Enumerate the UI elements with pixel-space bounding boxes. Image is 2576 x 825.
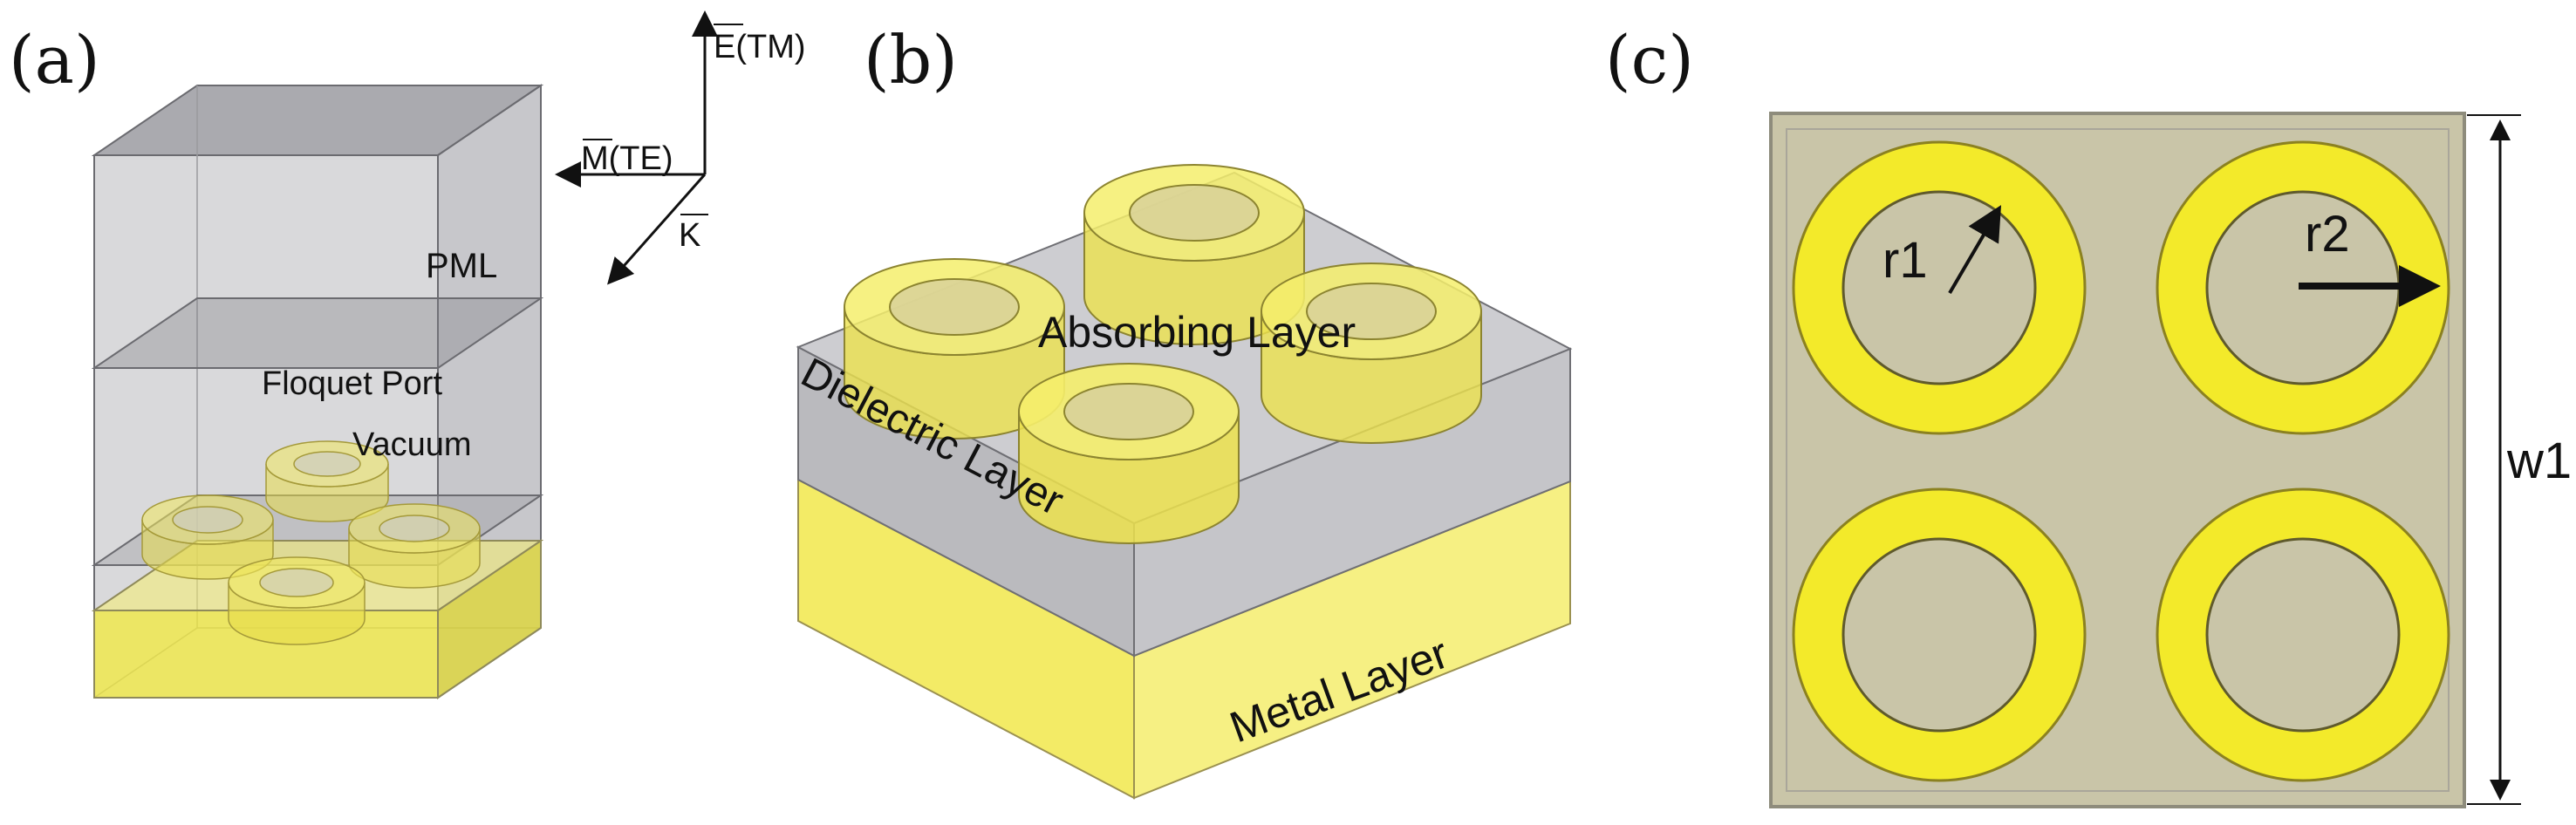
r1-label: r1 — [1882, 232, 1928, 289]
panel-b-label: (b) — [864, 21, 958, 99]
ring-bottom-right — [2156, 488, 2450, 782]
axis-e-label: E(TM) — [714, 29, 806, 65]
small-ring-right — [348, 503, 481, 589]
ring-top-left — [1792, 140, 2087, 435]
axis-k-label: K — [679, 217, 700, 254]
small-ring-left — [141, 494, 274, 580]
small-ring-back — [265, 440, 389, 522]
absorbing-rings — [844, 164, 1482, 544]
floquet-port-plane — [91, 297, 544, 369]
panel-a: (a) — [9, 10, 806, 699]
ring-right — [1261, 262, 1482, 444]
absorbing-layer-label: Absorbing Layer — [1038, 308, 1356, 357]
small-ring-front — [228, 556, 366, 645]
panel-b: (b) — [794, 21, 1573, 800]
floquet-port-label: Floquet Port — [262, 365, 442, 402]
coordinate-axes — [555, 10, 743, 285]
ring-front — [1018, 363, 1240, 544]
ring-bottom-left — [1792, 488, 2087, 782]
ring-left — [844, 258, 1065, 440]
r2-label: r2 — [2305, 206, 2350, 262]
panel-c: (c) r1 r2 — [1605, 21, 2572, 808]
small-rings — [141, 440, 481, 645]
pml-label: PML — [426, 247, 497, 285]
axis-k-arrow — [607, 174, 707, 285]
ring-back — [1083, 164, 1305, 345]
r1-arrow — [1948, 205, 2002, 295]
panel-a-label: (a) — [9, 21, 100, 99]
panel-c-label: (c) — [1605, 21, 1694, 99]
unit-cell-inner — [1786, 128, 2450, 792]
w1-label: w1 — [2506, 433, 2572, 489]
vacuum-label: Vacuum — [352, 426, 472, 463]
axis-m-label: M(TE) — [581, 140, 673, 177]
